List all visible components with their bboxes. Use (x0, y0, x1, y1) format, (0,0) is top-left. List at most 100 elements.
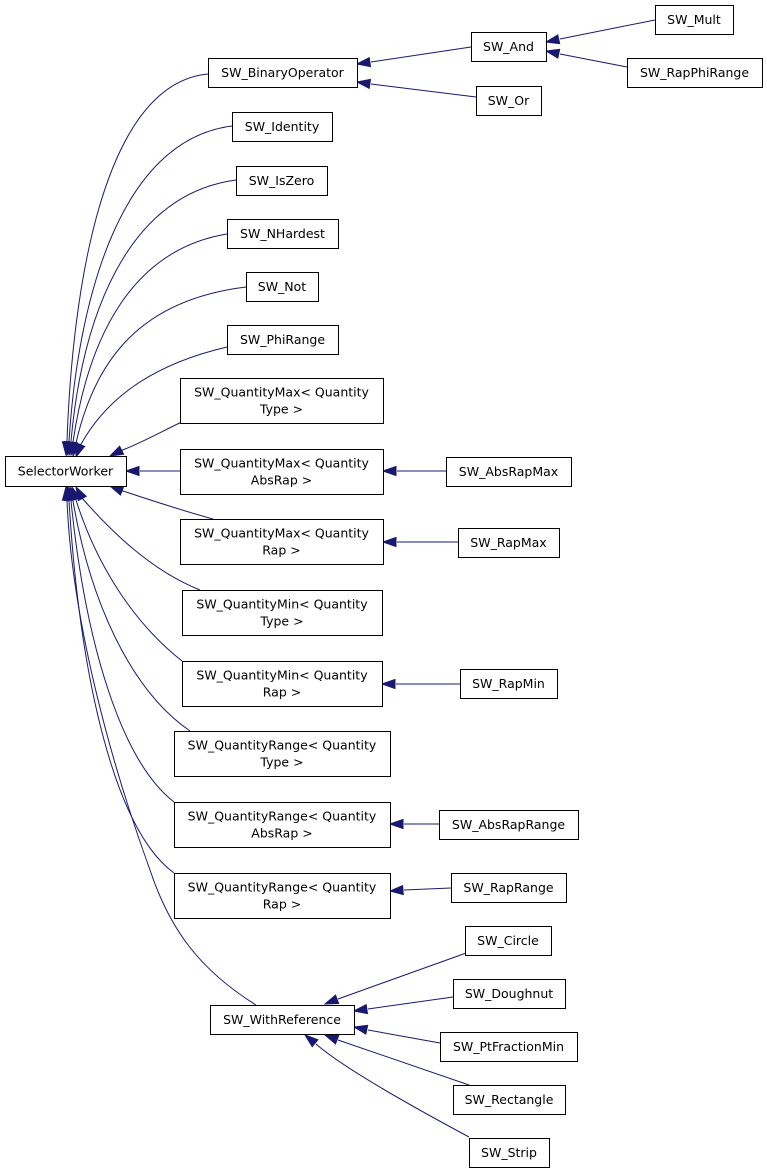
class-node-SW_AbsRapRange[interactable]: SW_AbsRapRange (439, 810, 579, 840)
class-box (451, 873, 567, 903)
edge-SW_Rectangle-to-SW_WithReference (323, 1034, 470, 1086)
class-label: SW_Strip (481, 1145, 537, 1160)
edge-SW_Mult-to-SW_And (544, 19, 656, 45)
arrowhead-icon (544, 48, 561, 59)
edge-line (75, 499, 183, 662)
class-node-SW_RapPhiRange[interactable]: SW_RapPhiRange (627, 58, 763, 88)
edge-SW_Doughnut-to-SW_WithReference (352, 996, 454, 1015)
class-box (182, 590, 383, 636)
class-node-SW_IsZero[interactable]: SW_IsZero (236, 166, 328, 196)
class-node-SW_Circle[interactable]: SW_Circle (465, 926, 552, 956)
class-node-SW_Or[interactable]: SW_Or (476, 86, 542, 116)
edge-SW_RapPhiRange-to-SW_And (544, 48, 628, 68)
class-box (453, 979, 566, 1009)
arrowhead-icon (388, 818, 404, 830)
class-node-SW_Doughnut[interactable]: SW_Doughnut (453, 979, 566, 1009)
class-label: SW_QuantityRange< Quantity (188, 738, 377, 753)
class-node-SW_PhiRange[interactable]: SW_PhiRange (227, 325, 339, 355)
class-label: SW_QuantityMax< Quantity (194, 456, 369, 471)
class-box (453, 1085, 566, 1115)
edge-line (337, 1039, 470, 1086)
class-label: SW_BinaryOperator (221, 65, 345, 80)
edge-SW_AbsRapMax-to-QMax_AbsRap (381, 465, 446, 477)
class-label: SW_QuantityMax< Quantity (194, 526, 369, 541)
class-label: SW_AbsRapMax (459, 464, 558, 479)
class-label: Rap > (263, 685, 301, 700)
class-node-SW_RapMax[interactable]: SW_RapMax (458, 528, 560, 558)
arrowhead-icon (380, 678, 396, 690)
class-node-SW_Rectangle[interactable]: SW_Rectangle (453, 1085, 566, 1115)
edge-SW_Circle-to-SW_WithReference (323, 951, 470, 1005)
class-label: SW_PhiRange (240, 332, 325, 347)
edge-QRange_Rap-to-SelectorWorker (63, 485, 175, 874)
class-node-SW_Identity[interactable]: SW_Identity (232, 112, 333, 142)
class-box (174, 802, 391, 848)
edge-QRange_AbsRap-to-SelectorWorker (65, 485, 175, 803)
class-box (465, 926, 552, 956)
class-node-SW_BinaryOperator[interactable]: SW_BinaryOperator (208, 58, 358, 88)
edge-line (315, 1043, 470, 1138)
arrowhead-icon (108, 445, 125, 457)
edge-line (66, 500, 257, 1006)
class-box (182, 661, 383, 707)
class-node-SW_Mult[interactable]: SW_Mult (655, 5, 734, 35)
class-label: SW_QuantityRange< Quantity (188, 880, 377, 895)
edge-SW_And-to-SW_BinaryOperator (355, 46, 472, 68)
class-label: SW_Doughnut (465, 986, 553, 1001)
arrowhead-icon (61, 485, 73, 501)
class-label: SW_Mult (667, 12, 721, 27)
edge-line (559, 53, 628, 68)
edge-line (66, 73, 209, 442)
class-node-SW_And[interactable]: SW_And (471, 32, 547, 62)
edge-SW_RapMin-to-QMin_Rap (380, 678, 460, 690)
arrowhead-icon (355, 78, 372, 90)
class-label: SW_NHardest (240, 226, 325, 241)
class-label: AbsRap > (251, 826, 312, 841)
class-label: SW_Identity (245, 119, 320, 134)
arrowhead-icon (323, 1034, 340, 1045)
class-box (476, 86, 542, 116)
class-box (458, 528, 560, 558)
arrowhead-icon (303, 1034, 319, 1048)
class-node-SW_PtFractionMin[interactable]: SW_PtFractionMin (440, 1032, 578, 1062)
arrowhead-icon (381, 536, 397, 548)
class-label: Rap > (262, 543, 300, 558)
class-label: Rap > (263, 897, 301, 912)
class-node-SW_WithReference[interactable]: SW_WithReference (210, 1005, 355, 1035)
class-label: SW_QuantityMin< Quantity (196, 597, 368, 612)
class-node-SW_Strip[interactable]: SW_Strip (469, 1138, 550, 1168)
edge-SW_PhiRange-to-SelectorWorker (75, 346, 228, 459)
class-box (471, 32, 547, 62)
edge-QMin_Rap-to-SelectorWorker (70, 485, 183, 662)
edge-line (68, 125, 233, 442)
arrowhead-icon (75, 442, 86, 459)
class-label: SW_PtFractionMin (453, 1039, 564, 1054)
edge-SW_AbsRapRange-to-QRange_AbsRap (388, 818, 439, 830)
nodes-layer: SelectorWorkerSW_BinaryOperatorSW_AndSW_… (5, 5, 763, 1168)
edge-line (370, 83, 477, 98)
edge-line (367, 1029, 441, 1044)
class-node-SW_RapMin[interactable]: SW_RapMin (460, 669, 558, 699)
class-label: SW_WithReference (223, 1012, 341, 1027)
class-node-SW_RapRange[interactable]: SW_RapRange (451, 873, 567, 903)
arrowhead-icon (381, 465, 397, 477)
arrowhead-icon (388, 884, 404, 896)
class-box (232, 112, 333, 142)
class-label: SW_AbsRapRange (452, 817, 565, 832)
class-box (440, 1032, 578, 1062)
class-box (180, 519, 384, 565)
class-node-SW_Not[interactable]: SW_Not (246, 272, 319, 302)
arrowhead-icon (352, 1024, 369, 1035)
class-node-SW_AbsRapMax[interactable]: SW_AbsRapMax (446, 457, 572, 487)
class-node-SW_NHardest[interactable]: SW_NHardest (227, 219, 339, 249)
edge-line (119, 489, 214, 520)
class-node-SelectorWorker[interactable]: SelectorWorker (5, 456, 127, 487)
